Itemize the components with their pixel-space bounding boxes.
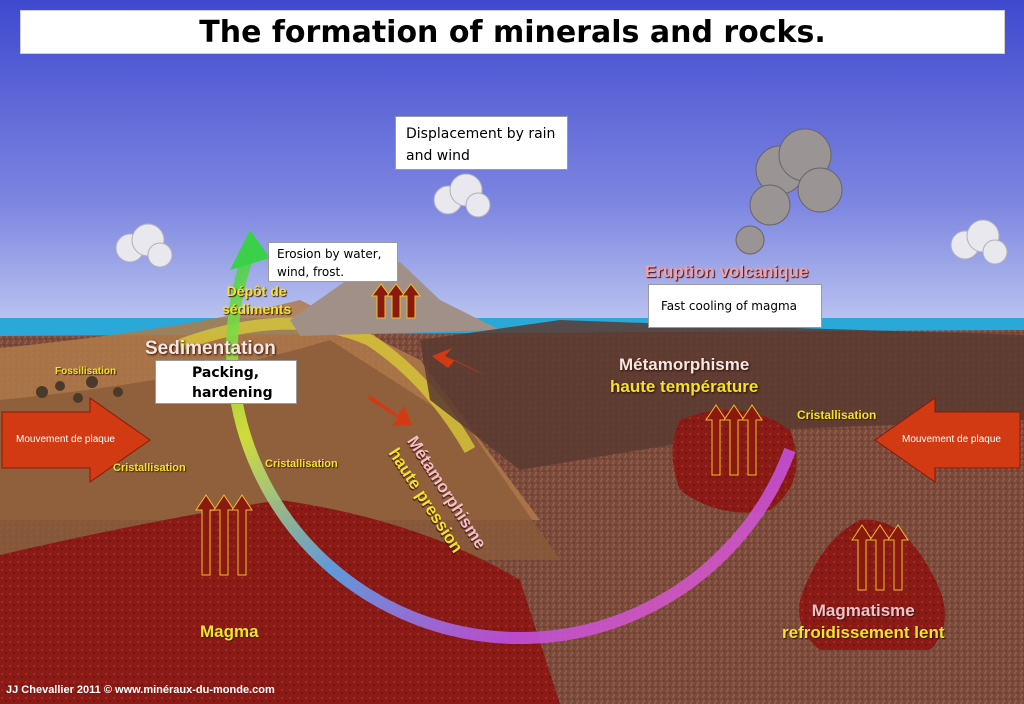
magma-left — [0, 500, 560, 704]
callout-packing: Packing, hardening — [155, 360, 297, 404]
label-plate-right: Mouvement de plaque — [902, 434, 1001, 445]
callout-text: Fast cooling of magma — [661, 299, 797, 313]
label-metamorphisme-temperature: Métamorphisme haute température — [610, 354, 758, 398]
label-depot-line1: Dépôt de — [226, 283, 287, 299]
cloud-icon — [950, 219, 1008, 265]
label-cristallisation-right: Cristallisation — [797, 408, 877, 422]
label-magmatisme-line2: refroidissement lent — [782, 623, 945, 642]
label-meta-temp-line2: haute température — [610, 377, 759, 396]
volcano-smoke-icon — [735, 128, 843, 255]
sky — [0, 0, 1024, 340]
callout-text: Packing, hardening — [192, 365, 273, 401]
label-magma: Magma — [200, 622, 259, 641]
sediment-layer-lower — [0, 340, 560, 560]
callout-displacement: Displacement by rain and wind — [395, 116, 568, 170]
label-magmatisme-line1: Magmatisme — [811, 601, 915, 620]
label-meta-temp-line1: Métamorphisme — [618, 355, 750, 374]
plate-arrow-right-icon — [874, 397, 1021, 483]
fossil-rocks — [36, 376, 123, 403]
label-magmatisme: Magmatisme refroidissement lent — [782, 600, 945, 644]
callout-text: Erosion by water, wind, frost. — [277, 247, 382, 279]
crust-block — [420, 320, 1024, 470]
callout-fast-cooling: Fast cooling of magma — [648, 284, 822, 328]
up-arrows-icon — [851, 524, 909, 591]
label-cristallisation-left: Cristallisation — [113, 462, 186, 474]
label-depot-line2: sédiments — [222, 301, 292, 317]
label-eruption: Eruption volcanique — [645, 262, 809, 281]
credit-footer: JJ Chevallier 2011 © www.minéraux-du-mon… — [6, 684, 275, 696]
label-cristallisation-mid: Cristallisation — [265, 458, 338, 470]
up-arrows-icon — [705, 404, 763, 476]
small-arrow-icon — [432, 348, 485, 375]
small-arrow-icon — [368, 395, 412, 426]
up-arrows-icon — [195, 494, 253, 576]
plate-arrow-left-icon — [1, 397, 151, 483]
magma-blob — [799, 519, 945, 650]
page-title: The formation of minerals and rocks. — [199, 14, 826, 50]
label-sedimentation: Sedimentation — [145, 338, 276, 359]
callout-text: Displacement by rain and wind — [406, 126, 556, 164]
label-plate-left: Mouvement de plaque — [16, 434, 115, 445]
cloud-icon — [115, 223, 173, 268]
label-fossilisation: Fossilisation — [55, 366, 117, 377]
cloud-icon — [433, 173, 491, 218]
title-banner: The formation of minerals and rocks. — [20, 10, 1005, 54]
label-depot: Dépôt de sédiments — [222, 282, 291, 318]
cycle-arrowhead-icon — [230, 230, 270, 270]
up-arrows-icon — [371, 283, 421, 319]
callout-erosion: Erosion by water, wind, frost. — [268, 242, 398, 282]
